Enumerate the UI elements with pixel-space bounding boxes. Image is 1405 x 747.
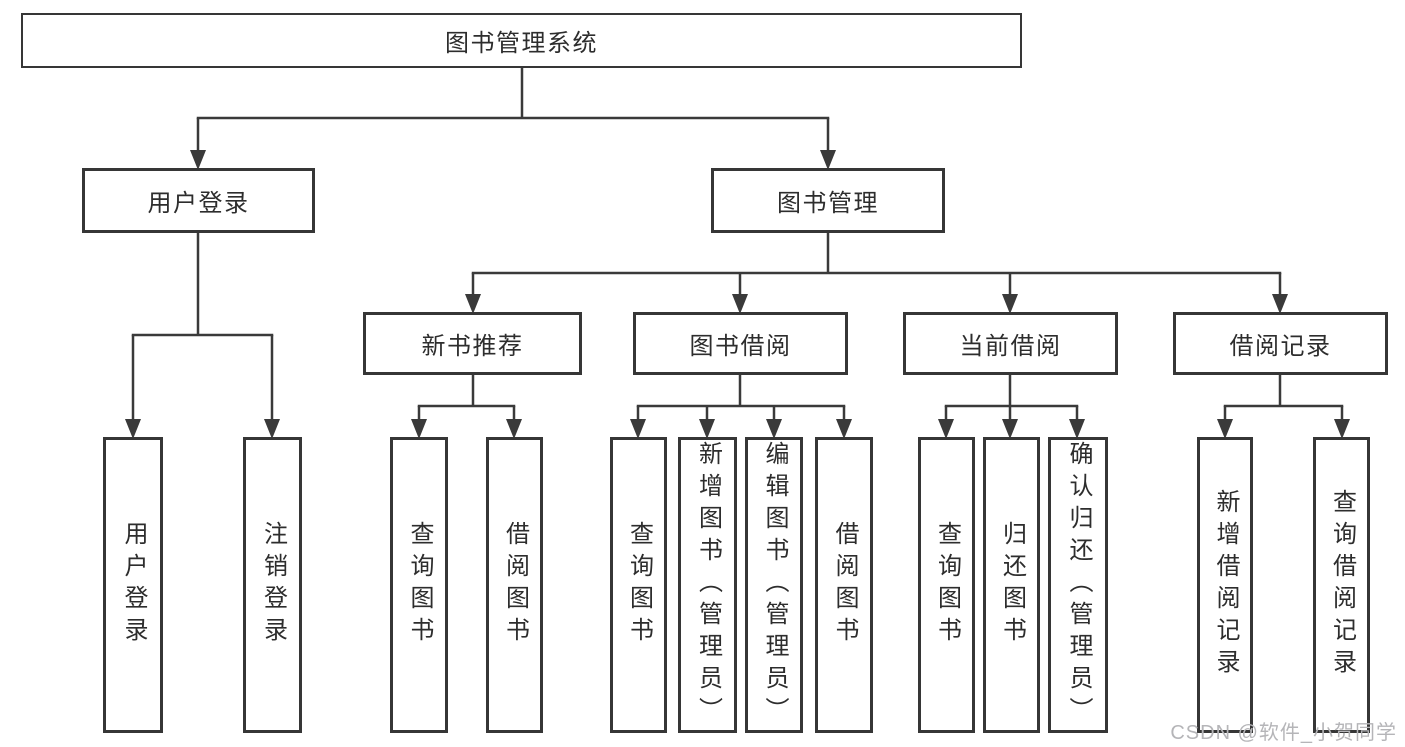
node-label: 图书管理系统 <box>445 30 598 57</box>
leaf-logout: 注销登录 <box>243 437 302 733</box>
leaf-confirm-return-admin: 确认归还（管理员） <box>1048 437 1108 733</box>
node-label: 编辑图书（管理员） <box>761 441 788 729</box>
node-label: 查询借阅记录 <box>1328 489 1356 681</box>
node-borrowing-records: 借阅记录 <box>1173 312 1388 375</box>
leaf-edit-book-admin: 编辑图书（管理员） <box>745 437 803 733</box>
leaf-query-borrow-record: 查询借阅记录 <box>1313 437 1370 733</box>
node-label: 图书借阅 <box>689 333 792 360</box>
node-label: 借阅图书 <box>501 521 529 649</box>
node-label: 新增图书（管理员） <box>694 441 722 729</box>
node-label: 借阅图书 <box>831 521 858 649</box>
node-new-book-recommend: 新书推荐 <box>363 312 582 375</box>
leaf-query-book-2: 查询图书 <box>610 437 667 733</box>
leaf-query-book-3: 查询图书 <box>918 437 975 733</box>
node-label: 新书推荐 <box>421 333 524 360</box>
node-label: 归还图书 <box>998 521 1026 649</box>
leaf-borrow-book-1: 借阅图书 <box>486 437 543 733</box>
leaf-borrow-book-2: 借阅图书 <box>815 437 873 733</box>
leaf-add-borrow-record: 新增借阅记录 <box>1197 437 1253 733</box>
csdn-watermark: CSDN @软件_小贺同学 <box>1170 722 1397 744</box>
node-label: 用户登录 <box>120 521 147 649</box>
node-label: 用户登录 <box>147 190 250 217</box>
node-label: 当前借阅 <box>959 333 1062 360</box>
node-label: 确认归还（管理员） <box>1065 441 1092 729</box>
node-label: 查询图书 <box>625 521 653 649</box>
leaf-query-book-1: 查询图书 <box>390 437 448 733</box>
node-book-borrowing: 图书借阅 <box>633 312 848 375</box>
node-label: 借阅记录 <box>1229 333 1332 360</box>
leaf-return-book: 归还图书 <box>983 437 1040 733</box>
leaf-add-book-admin: 新增图书（管理员） <box>678 437 737 733</box>
node-label: 查询图书 <box>406 521 433 649</box>
node-label: 图书管理 <box>777 190 879 217</box>
node-label: 注销登录 <box>259 521 287 649</box>
node-user-login: 用户登录 <box>82 168 315 233</box>
leaf-user-login: 用户登录 <box>103 437 163 733</box>
node-label: 查询图书 <box>933 521 961 649</box>
node-label: 新增借阅记录 <box>1212 489 1239 681</box>
node-current-borrowing: 当前借阅 <box>903 312 1118 375</box>
node-root-system: 图书管理系统 <box>21 13 1022 68</box>
node-book-management: 图书管理 <box>711 168 945 233</box>
